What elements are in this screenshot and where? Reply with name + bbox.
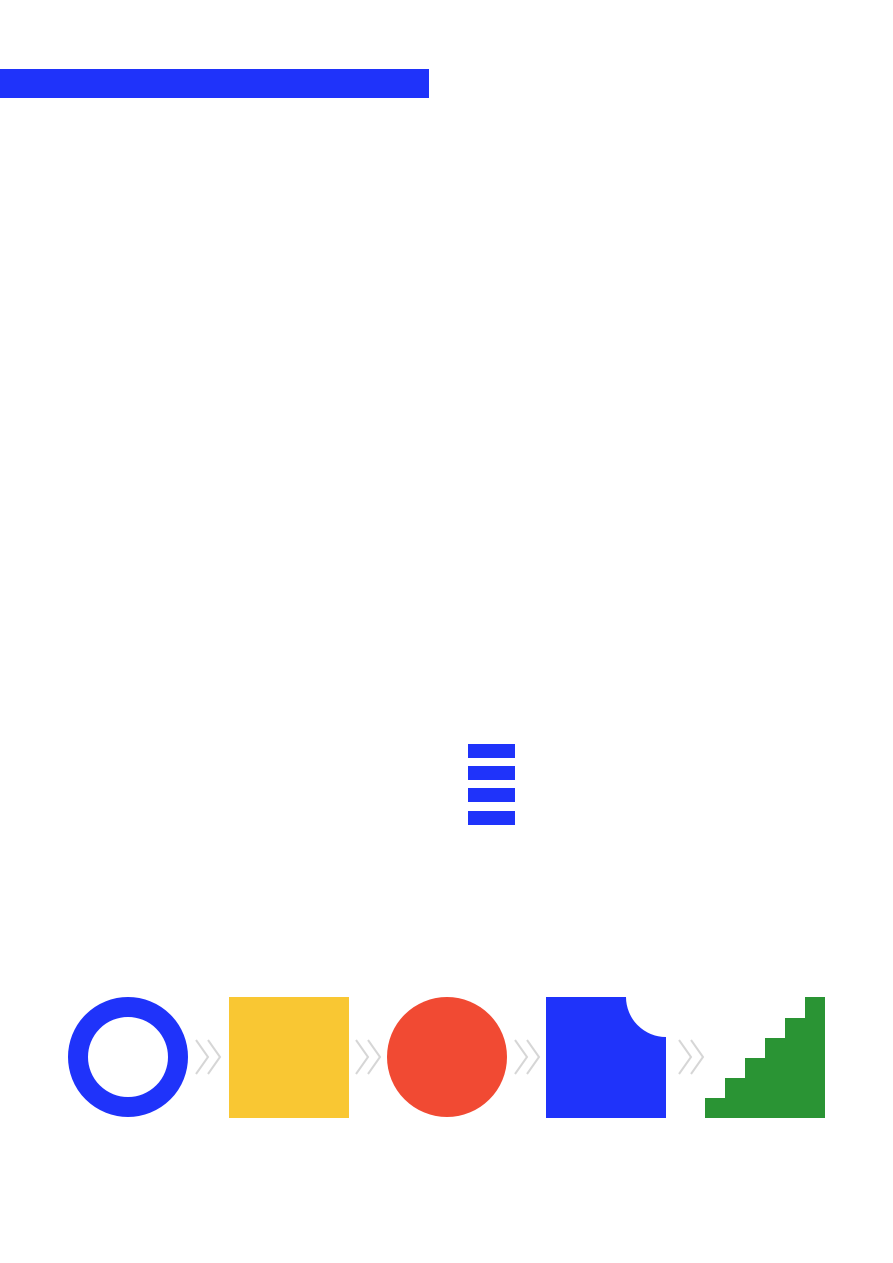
circle-icon bbox=[387, 997, 507, 1117]
double-chevron-right-icon bbox=[678, 1039, 705, 1075]
double-chevron-right-icon bbox=[355, 1039, 382, 1075]
double-chevron-right-icon bbox=[195, 1039, 222, 1075]
notched-square-icon bbox=[546, 997, 666, 1118]
menu-line bbox=[468, 744, 515, 758]
menu-line bbox=[468, 766, 515, 780]
double-chevron-right-icon bbox=[514, 1039, 541, 1075]
ring-icon bbox=[68, 997, 188, 1117]
shape-progression bbox=[68, 997, 825, 1118]
staircase-icon bbox=[705, 997, 825, 1118]
square-icon bbox=[229, 997, 349, 1118]
hamburger-menu-icon[interactable] bbox=[468, 744, 516, 826]
menu-line bbox=[468, 788, 515, 802]
top-accent-bar bbox=[0, 69, 429, 98]
menu-line bbox=[468, 811, 515, 825]
